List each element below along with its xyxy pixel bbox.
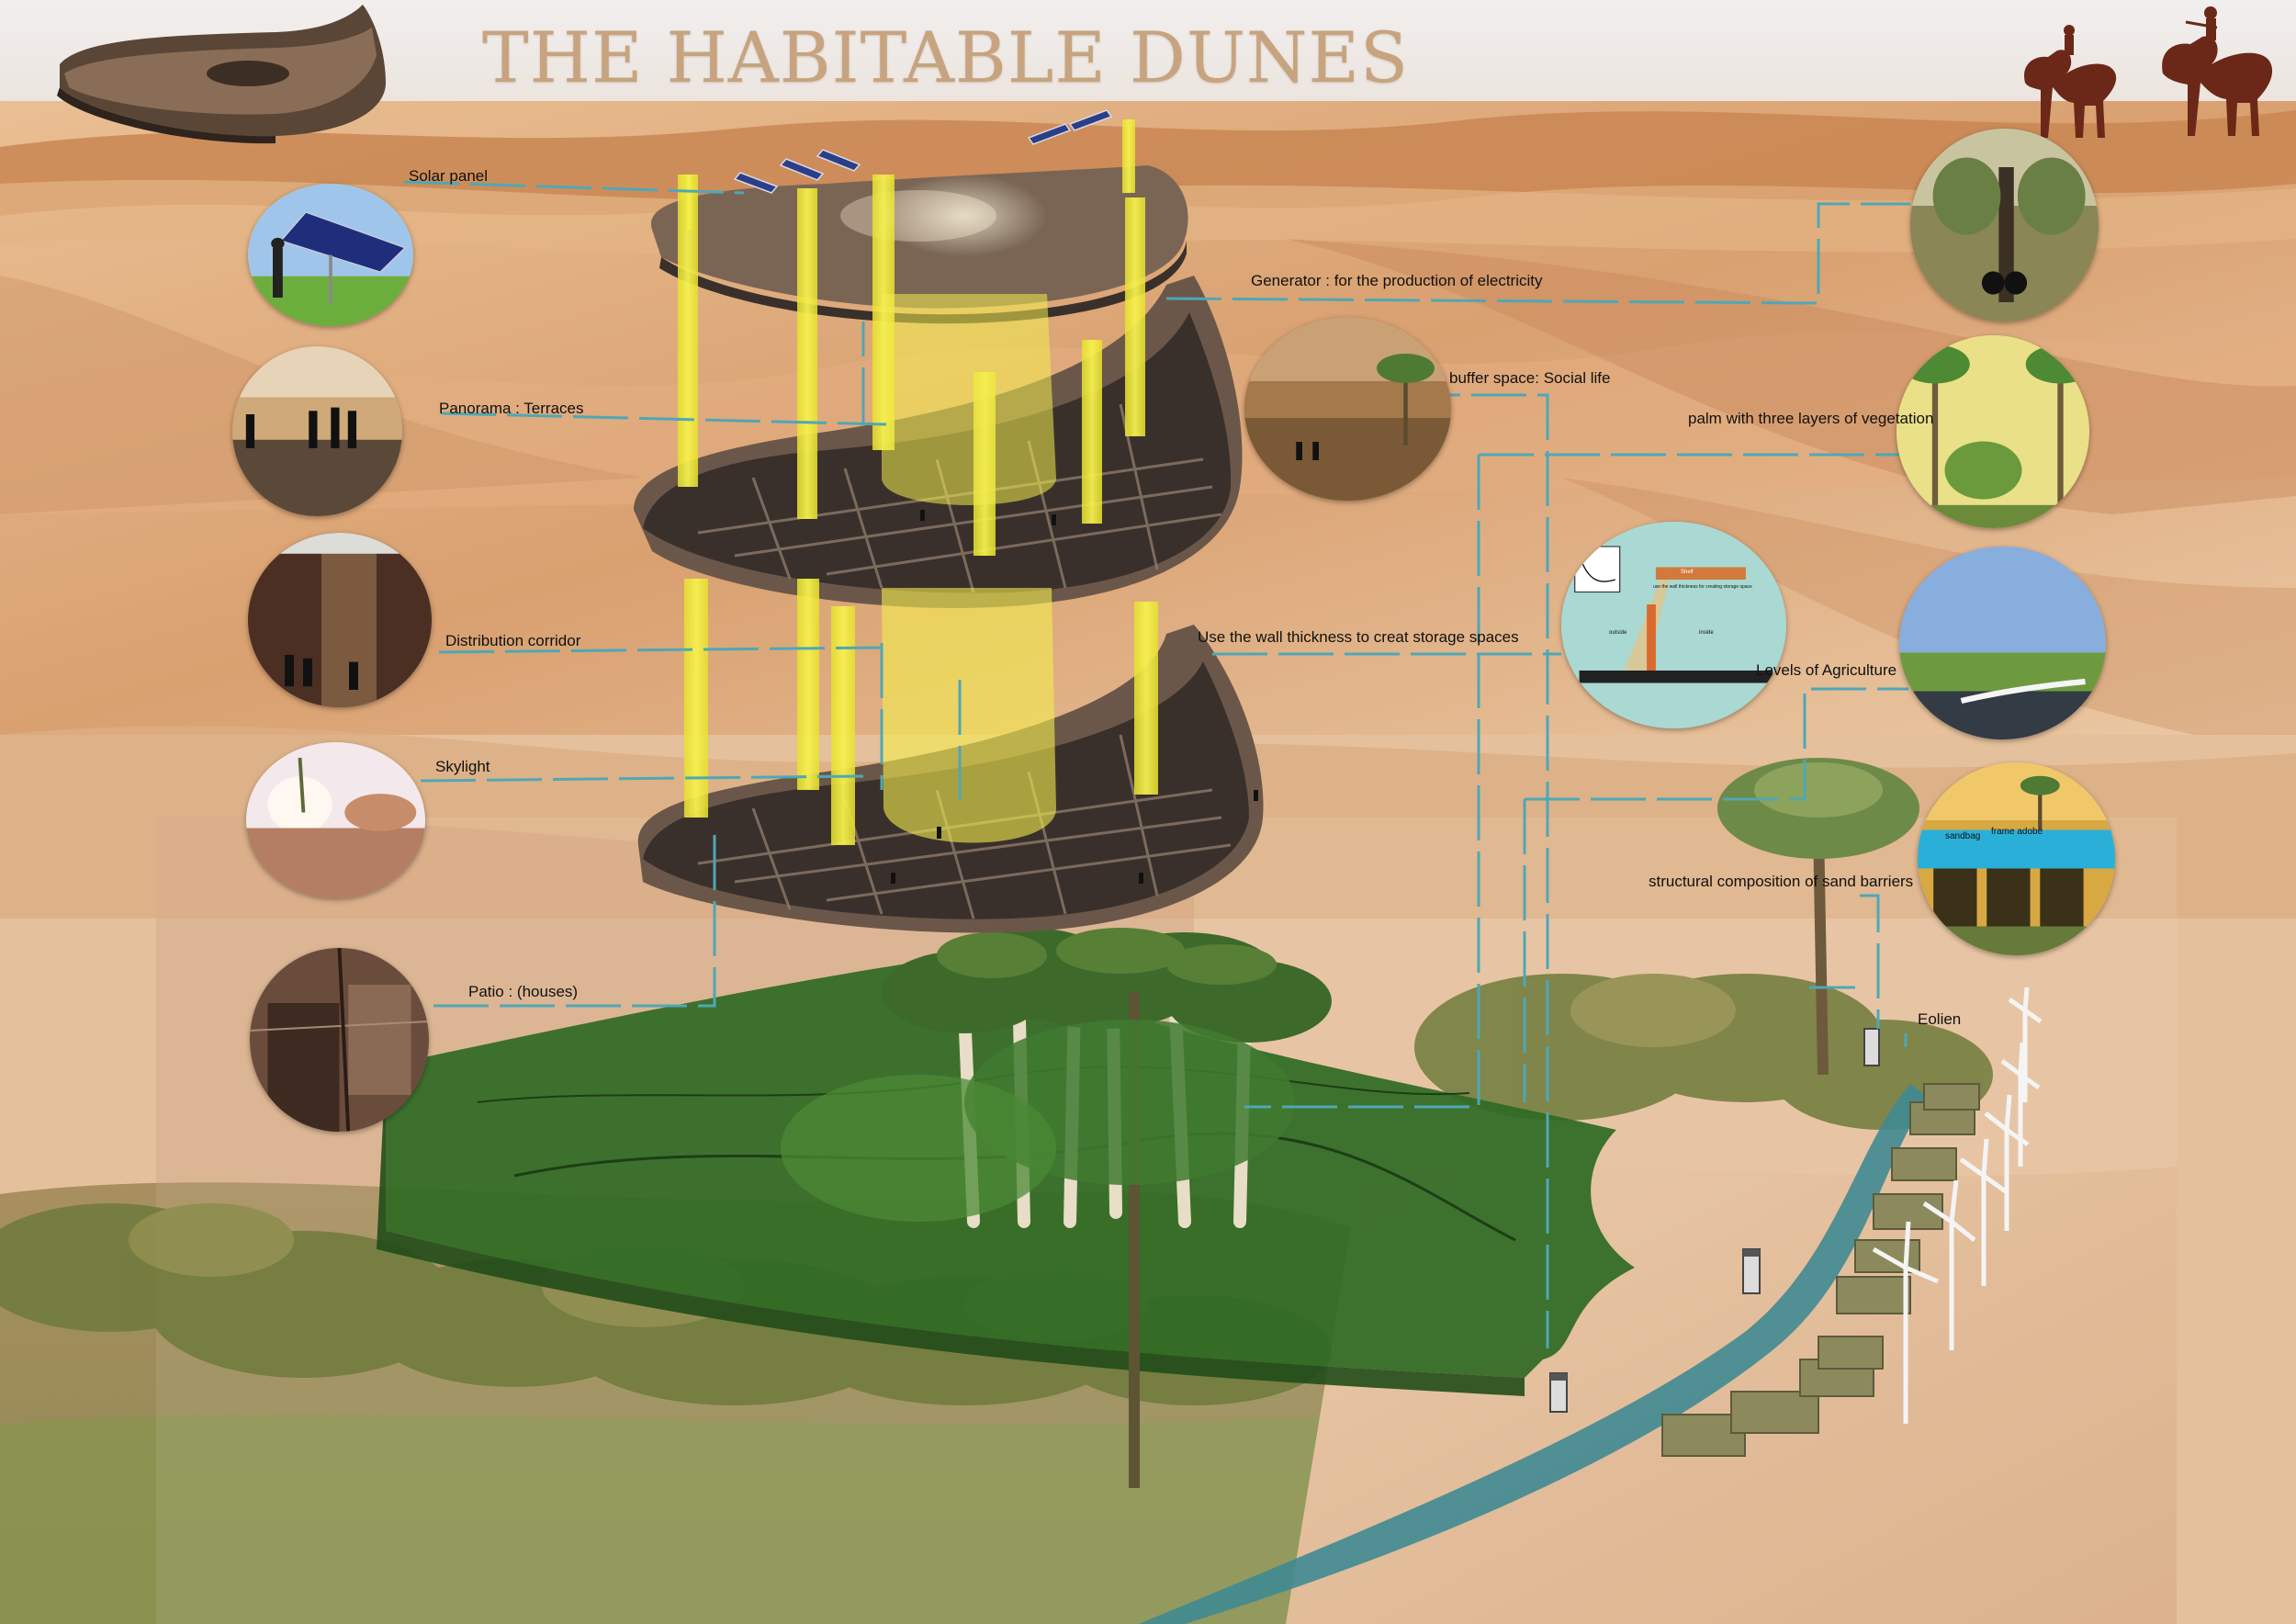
label-panorama: Panorama : Terraces [439, 400, 584, 417]
dune-model-icon [57, 5, 386, 144]
light-tubes [1549, 1028, 1880, 1413]
label-palm-layers: palm with three layers of vegetation [1688, 410, 1934, 427]
central-palms [781, 928, 1332, 1488]
patio-photo [250, 948, 429, 1132]
skylight-photo [246, 742, 425, 898]
buffer-space-photo [1244, 317, 1451, 501]
sand-barrier-photo: sandbag frame adobe [1918, 762, 2115, 955]
camel-rider-icon [2024, 6, 2273, 138]
generator-palm-photo [1910, 129, 2099, 321]
palm-layers-photo [1896, 335, 2089, 528]
label-distribution-corridor: Distribution corridor [445, 632, 581, 649]
label-sand-barriers: structural composition of sand barriers [1649, 873, 1914, 890]
label-generator: Generator : for the production of electr… [1251, 272, 1543, 289]
panorama-photo [232, 346, 402, 516]
page-title: THE HABITABLE DUNES [482, 17, 1410, 98]
light-columns [678, 119, 1158, 845]
palm-tree-icon [1910, 129, 2099, 321]
dune-building [634, 109, 1264, 933]
solar-panel-photo [248, 184, 413, 326]
label-patio: Patio : (houses) [468, 983, 579, 1000]
sandbag-text: sandbag [1945, 831, 1981, 841]
storage-wall-diagram: use the wall thickness for creating stor… [1561, 522, 1786, 728]
agriculture-photo [1899, 547, 2106, 739]
label-wall-thickness: Use the wall thickness to creat storage … [1198, 628, 1519, 646]
wall-caption-text: use the wall thickness for creating stor… [1653, 584, 1752, 590]
sand-barriers [1661, 1083, 1980, 1457]
label-agriculture: Levels of Agriculture [1756, 661, 1897, 679]
right-palm [1717, 758, 1919, 1076]
frame-adobe-text: frame adobe [1991, 827, 2043, 837]
outside-text: outside [1609, 630, 1627, 636]
shelf-text: Shelf [1681, 570, 1694, 575]
label-eolien: Eolien [1918, 1010, 1962, 1028]
solar-panel-icon [248, 184, 413, 326]
wind-turbine-icon [1872, 987, 2043, 1424]
inside-text: inside [1699, 630, 1714, 636]
label-solar-panel: Solar panel [409, 167, 489, 185]
leader-lines [367, 180, 1910, 1348]
label-buffer-space: buffer space: Social life [1449, 369, 1611, 387]
distribution-corridor-photo [248, 533, 432, 707]
label-skylight: Skylight [435, 758, 490, 775]
